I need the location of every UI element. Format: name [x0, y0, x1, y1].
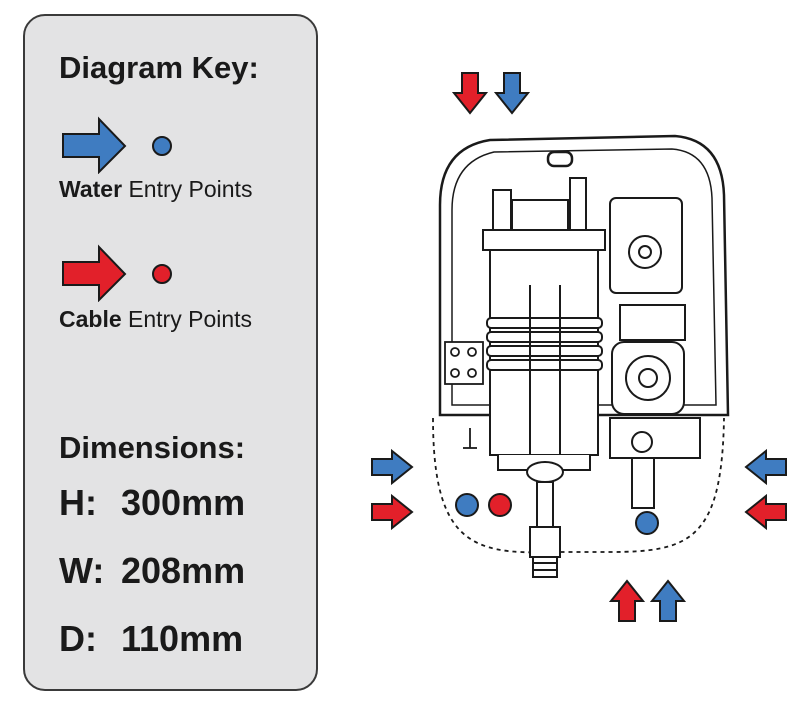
dimension-depth: D: 110mm — [59, 618, 243, 660]
dimensions-title: Dimensions: — [59, 430, 246, 465]
dimension-height-label: H: — [59, 482, 97, 523]
cable-label-rest: Entry Points — [121, 306, 253, 332]
left-water-arrow-icon — [371, 450, 413, 484]
cable-label-bold: Cable — [59, 306, 122, 332]
cable-point-icon — [152, 264, 172, 284]
terminal-block — [444, 341, 484, 449]
water-legend-label: Water Entry Points — [59, 176, 252, 203]
left-cable-arrow-icon — [371, 495, 413, 529]
right-water-arrow-icon — [745, 450, 787, 484]
dimension-width-label: W: — [59, 550, 105, 591]
key-title: Diagram Key: — [59, 50, 259, 85]
cable-legend-icons — [62, 244, 172, 302]
top-water-arrow-icon — [495, 72, 529, 114]
dimension-width: W: 208mm — [59, 550, 245, 592]
water-entry-point-bottom — [635, 511, 659, 535]
cable-legend-label: Cable Entry Points — [59, 306, 252, 333]
top-cable-arrow-icon — [453, 72, 487, 114]
dimension-depth-label: D: — [59, 618, 97, 659]
valve-assembly — [609, 197, 701, 509]
bottom-cable-arrow-icon — [610, 580, 644, 622]
heater-tank — [482, 177, 606, 471]
water-label-bold: Water — [59, 176, 123, 202]
right-cable-arrow-icon — [745, 495, 787, 529]
diagram-key-panel: Diagram Key: Water Entry Points Cable En… — [23, 14, 318, 691]
dimension-height: H: 300mm — [59, 482, 245, 524]
water-entry-point-left — [455, 493, 479, 517]
bottom-water-arrow-icon — [651, 580, 685, 622]
dimension-width-value: 208mm — [121, 550, 246, 591]
water-arrow-icon — [62, 116, 127, 174]
shower-unit-diagram — [371, 72, 787, 622]
dimension-height-value: 300mm — [121, 482, 246, 523]
water-legend-icons — [62, 116, 172, 174]
water-label-rest: Entry Points — [122, 176, 253, 202]
outlet-fitting — [526, 461, 564, 578]
dimension-depth-value: 110mm — [121, 618, 244, 659]
cable-entry-point-left — [488, 493, 512, 517]
water-point-icon — [152, 136, 172, 156]
cable-arrow-icon — [62, 244, 127, 302]
